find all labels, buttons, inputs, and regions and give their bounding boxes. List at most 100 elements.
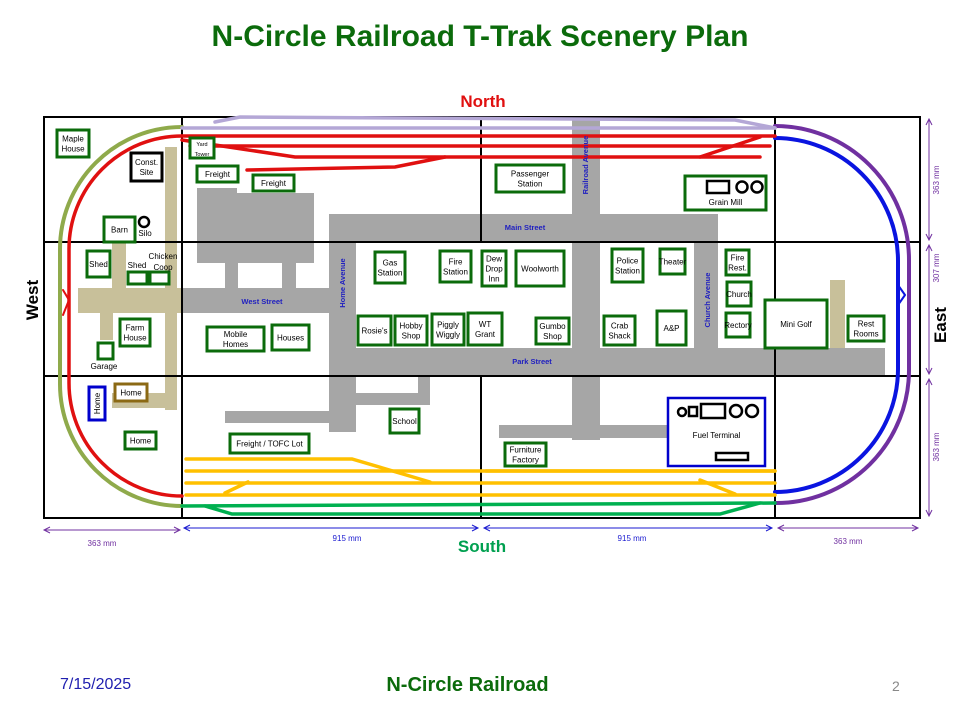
building-label: Hobby [399, 322, 422, 331]
building [373, 250, 407, 285]
purple-loop-track [773, 124, 911, 506]
building [85, 249, 112, 279]
building [393, 314, 429, 347]
building [388, 407, 421, 435]
compass-west: West [23, 280, 42, 321]
dimension-label: 307 mm [932, 253, 941, 282]
silo-icon [735, 180, 749, 194]
road [225, 411, 330, 423]
building-label: Fire [731, 254, 745, 263]
building [148, 270, 171, 286]
building [126, 270, 149, 286]
building-label: Shack [608, 332, 631, 341]
chicken-coop-label: Coop [153, 263, 173, 272]
crossover-track [897, 284, 906, 306]
silo-icon [750, 180, 764, 194]
farm-road [165, 147, 177, 410]
street-label: Park Street [512, 357, 552, 366]
building-label: Passenger [511, 170, 550, 179]
building-label: Church [726, 290, 752, 299]
building [430, 312, 466, 347]
building-label: Crab [611, 322, 629, 331]
compass-south: South [458, 537, 506, 556]
building-label: WT [479, 320, 492, 329]
footer-title: N-Circle Railroad [386, 674, 549, 696]
farm-road [78, 288, 182, 313]
street-label: Railroad Avenue [581, 136, 590, 195]
building [602, 314, 637, 347]
road [355, 393, 430, 405]
building-label: Gumbo [539, 322, 566, 331]
building-label: A&P [663, 324, 679, 333]
building-label: Houses [277, 334, 304, 343]
silo-label: Silo [138, 229, 152, 238]
building-label: Freight [261, 179, 287, 188]
building-label: Yard [196, 142, 207, 148]
tank-icon [699, 402, 727, 420]
building-label: Shed [89, 260, 108, 269]
dimension-arrow [925, 243, 933, 376]
dimension-arrow [182, 524, 480, 532]
building-label: Station [518, 180, 543, 189]
building-label: Factory [512, 456, 539, 465]
compass-east: East [931, 307, 950, 343]
compass-north: North [460, 92, 505, 111]
tank-icon [687, 405, 699, 418]
building-label: Piggly [437, 321, 459, 330]
dimension-label: 363 mm [932, 165, 941, 194]
building [534, 316, 571, 346]
building [480, 249, 508, 288]
building-label: Freight / TOFC Lot [236, 440, 303, 449]
blue-loop-track [773, 136, 900, 494]
crossover-track [62, 289, 70, 316]
building [438, 249, 473, 284]
footer-date: 7/15/2025 [60, 676, 132, 693]
road [572, 117, 600, 440]
building-label: Wiggly [436, 331, 460, 340]
building-label: Farm [126, 324, 145, 333]
farm-road [100, 313, 113, 340]
building-label: Rest [858, 320, 875, 329]
building-label: Dew [486, 255, 502, 264]
building-label: Drop [485, 265, 503, 274]
street-label: Main Street [505, 223, 546, 232]
lavender-track [213, 115, 777, 130]
building-label: Station [378, 269, 403, 278]
building [123, 430, 158, 451]
road [182, 288, 332, 313]
road [329, 214, 356, 432]
road [499, 425, 669, 438]
road [329, 348, 885, 376]
dimension-label: 363 mm [88, 539, 117, 548]
buildings: MapleHouseConst.SiteYardTowerFreightFrei… [55, 128, 886, 468]
building [658, 247, 687, 276]
building-label: Freight [205, 170, 231, 179]
building [55, 128, 91, 159]
building-label: Mini Golf [780, 320, 812, 329]
t-trak-module [774, 375, 921, 519]
street-label: West Street [241, 297, 283, 306]
road [329, 214, 718, 242]
green-track [180, 501, 777, 508]
road [418, 376, 430, 396]
tank-icon [705, 179, 731, 195]
t-trak-modules [43, 116, 921, 519]
building-label: Theater [659, 258, 687, 267]
tracks [58, 115, 911, 516]
building [195, 164, 240, 184]
building [763, 298, 829, 350]
dimension-arrow [925, 117, 933, 242]
roads [78, 117, 885, 440]
road [282, 262, 296, 290]
road [197, 193, 314, 263]
building-label: Gas [383, 259, 398, 268]
road [225, 262, 238, 290]
building [188, 136, 216, 160]
red-yard-track [245, 155, 447, 172]
building-label: Mobile [224, 330, 248, 339]
dimension-label: 915 mm [618, 534, 647, 543]
dimension-arrow [925, 377, 933, 518]
chicken-coop-label: Chicken [149, 252, 178, 261]
tank-icon [728, 403, 744, 419]
